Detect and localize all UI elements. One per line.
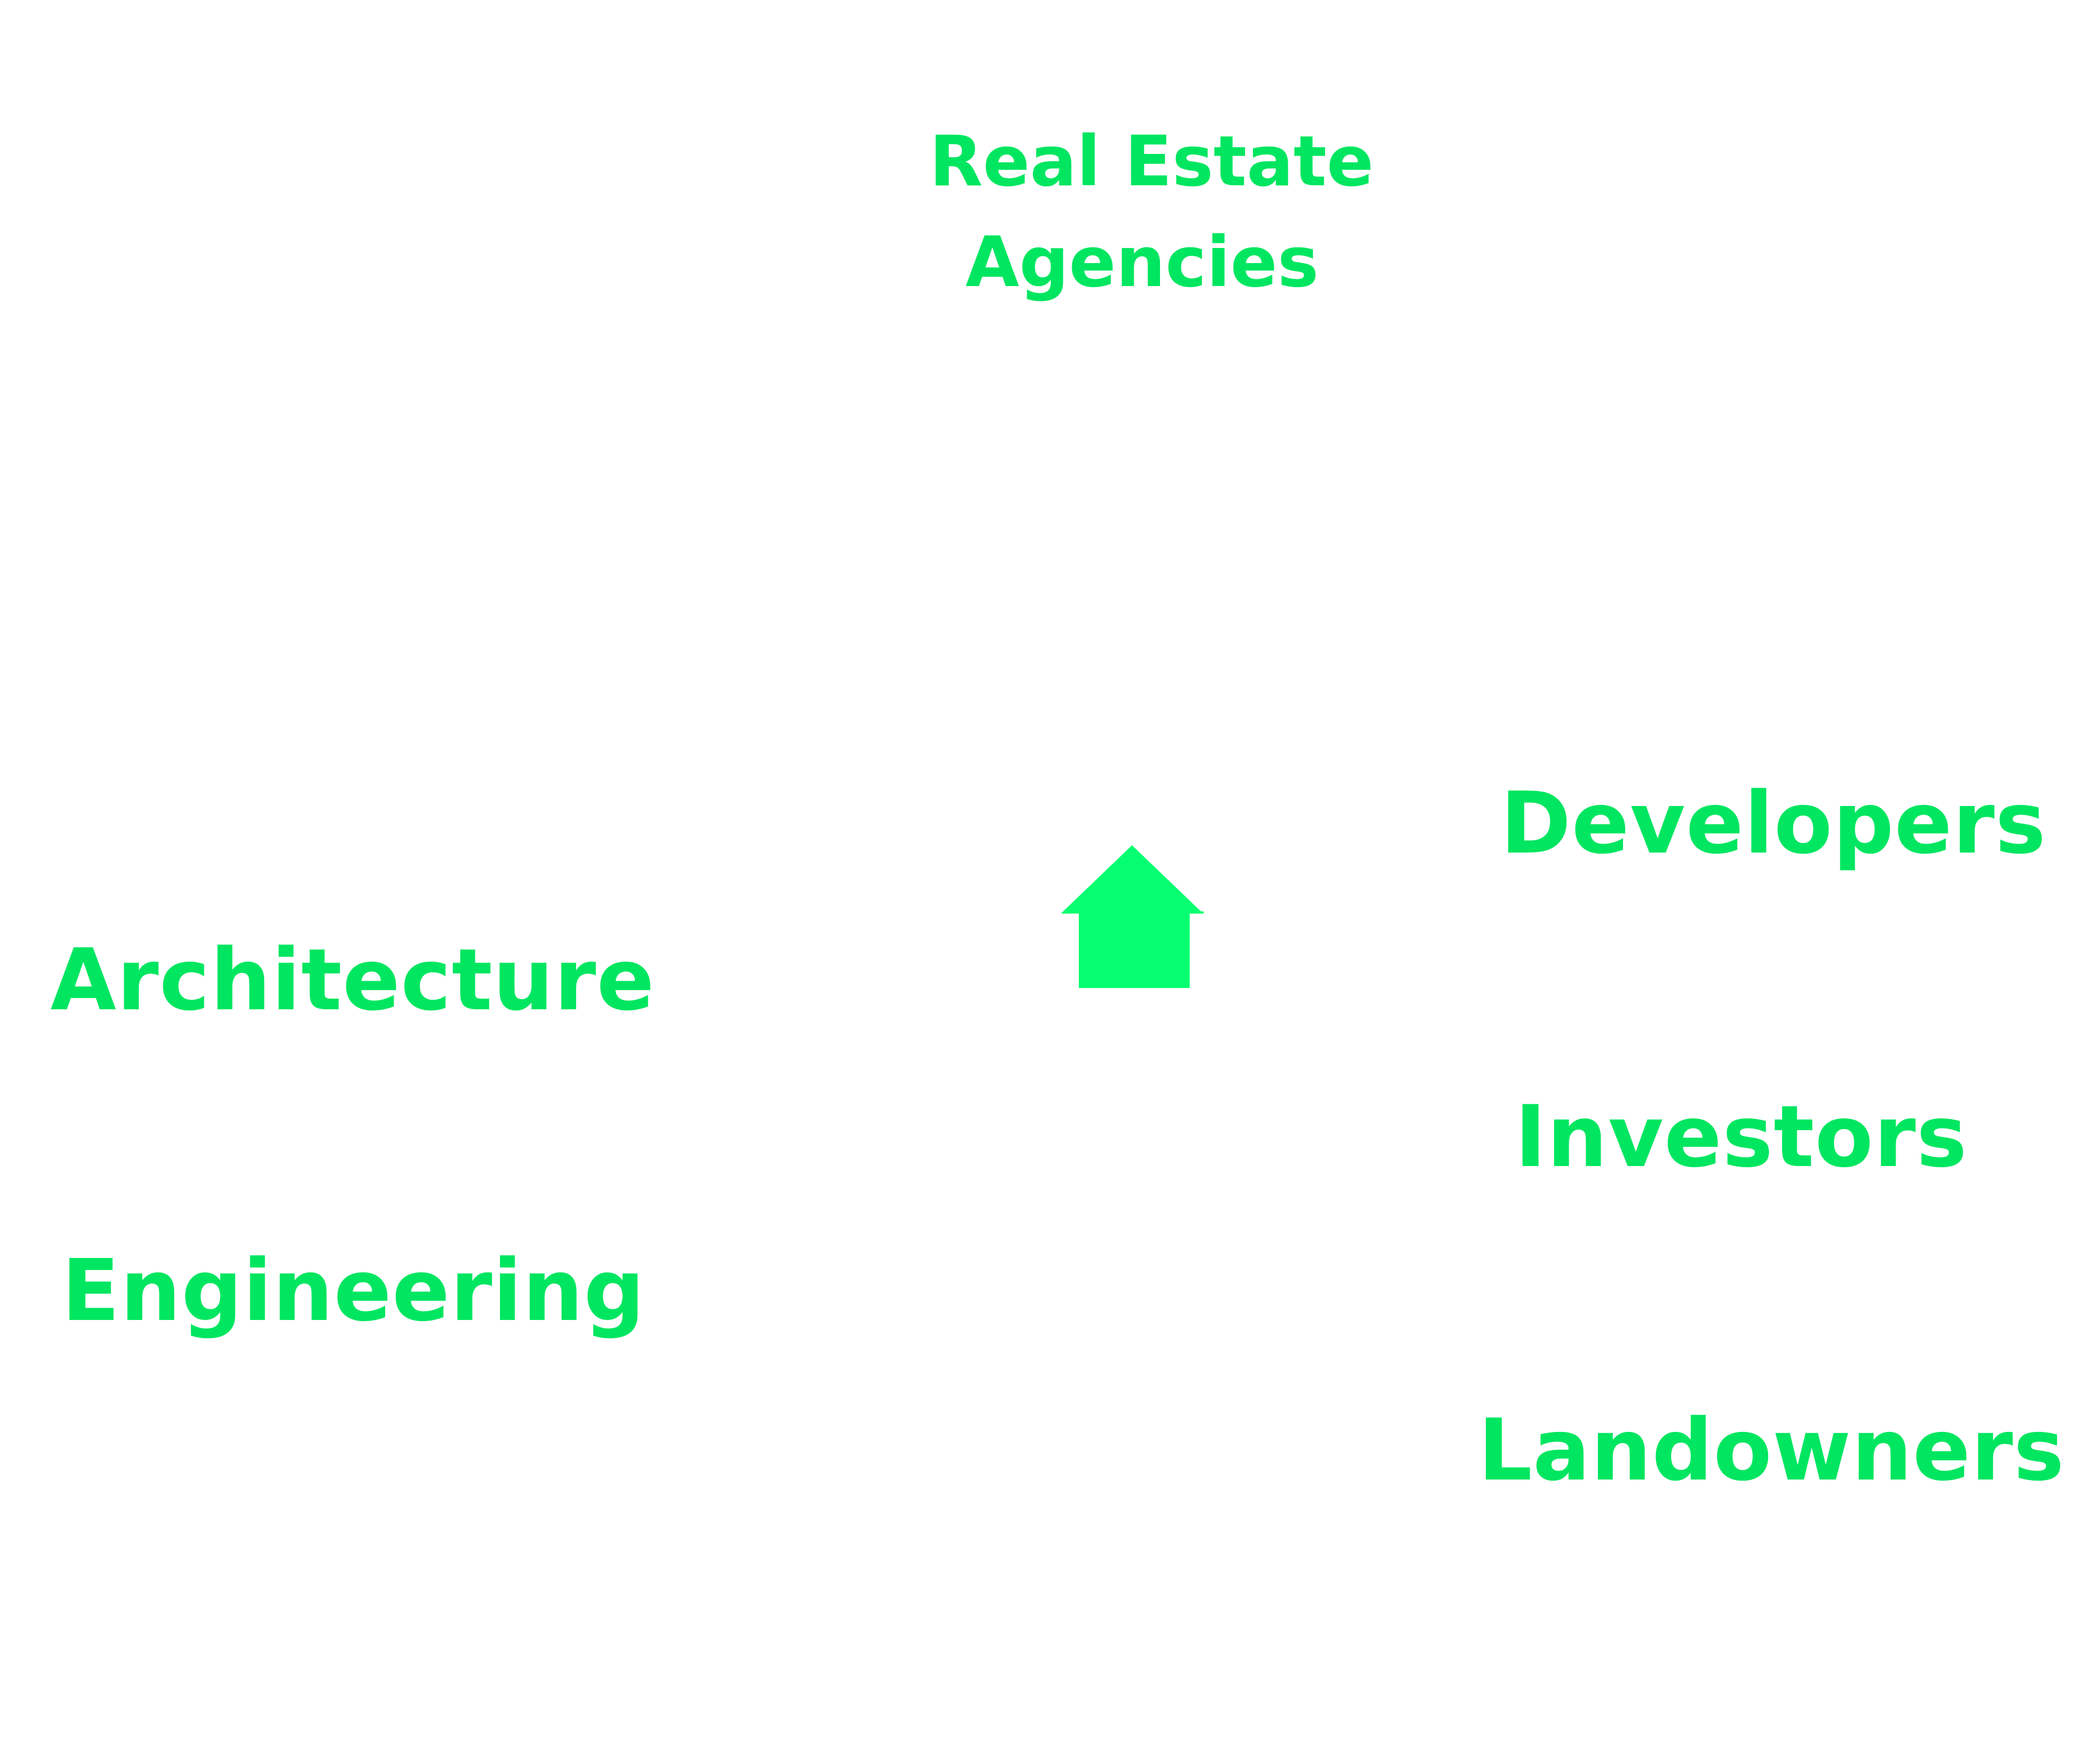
node-developers: Developers — [1500, 774, 2047, 873]
house-icon — [1061, 845, 1204, 988]
node-real-estate-agencies-line1: Real Estate — [929, 121, 1374, 202]
node-real-estate-agencies-line2: Agencies — [965, 222, 1319, 303]
node-landowners: Landowners — [1478, 1401, 2065, 1500]
node-real-estate-agencies: Real Estate Agencies — [929, 112, 1374, 313]
node-engineering: Engineering — [62, 1241, 646, 1340]
house-icon-shape — [1061, 845, 1204, 988]
node-investors: Investors — [1514, 1087, 1968, 1186]
node-architecture: Architecture — [50, 930, 655, 1029]
